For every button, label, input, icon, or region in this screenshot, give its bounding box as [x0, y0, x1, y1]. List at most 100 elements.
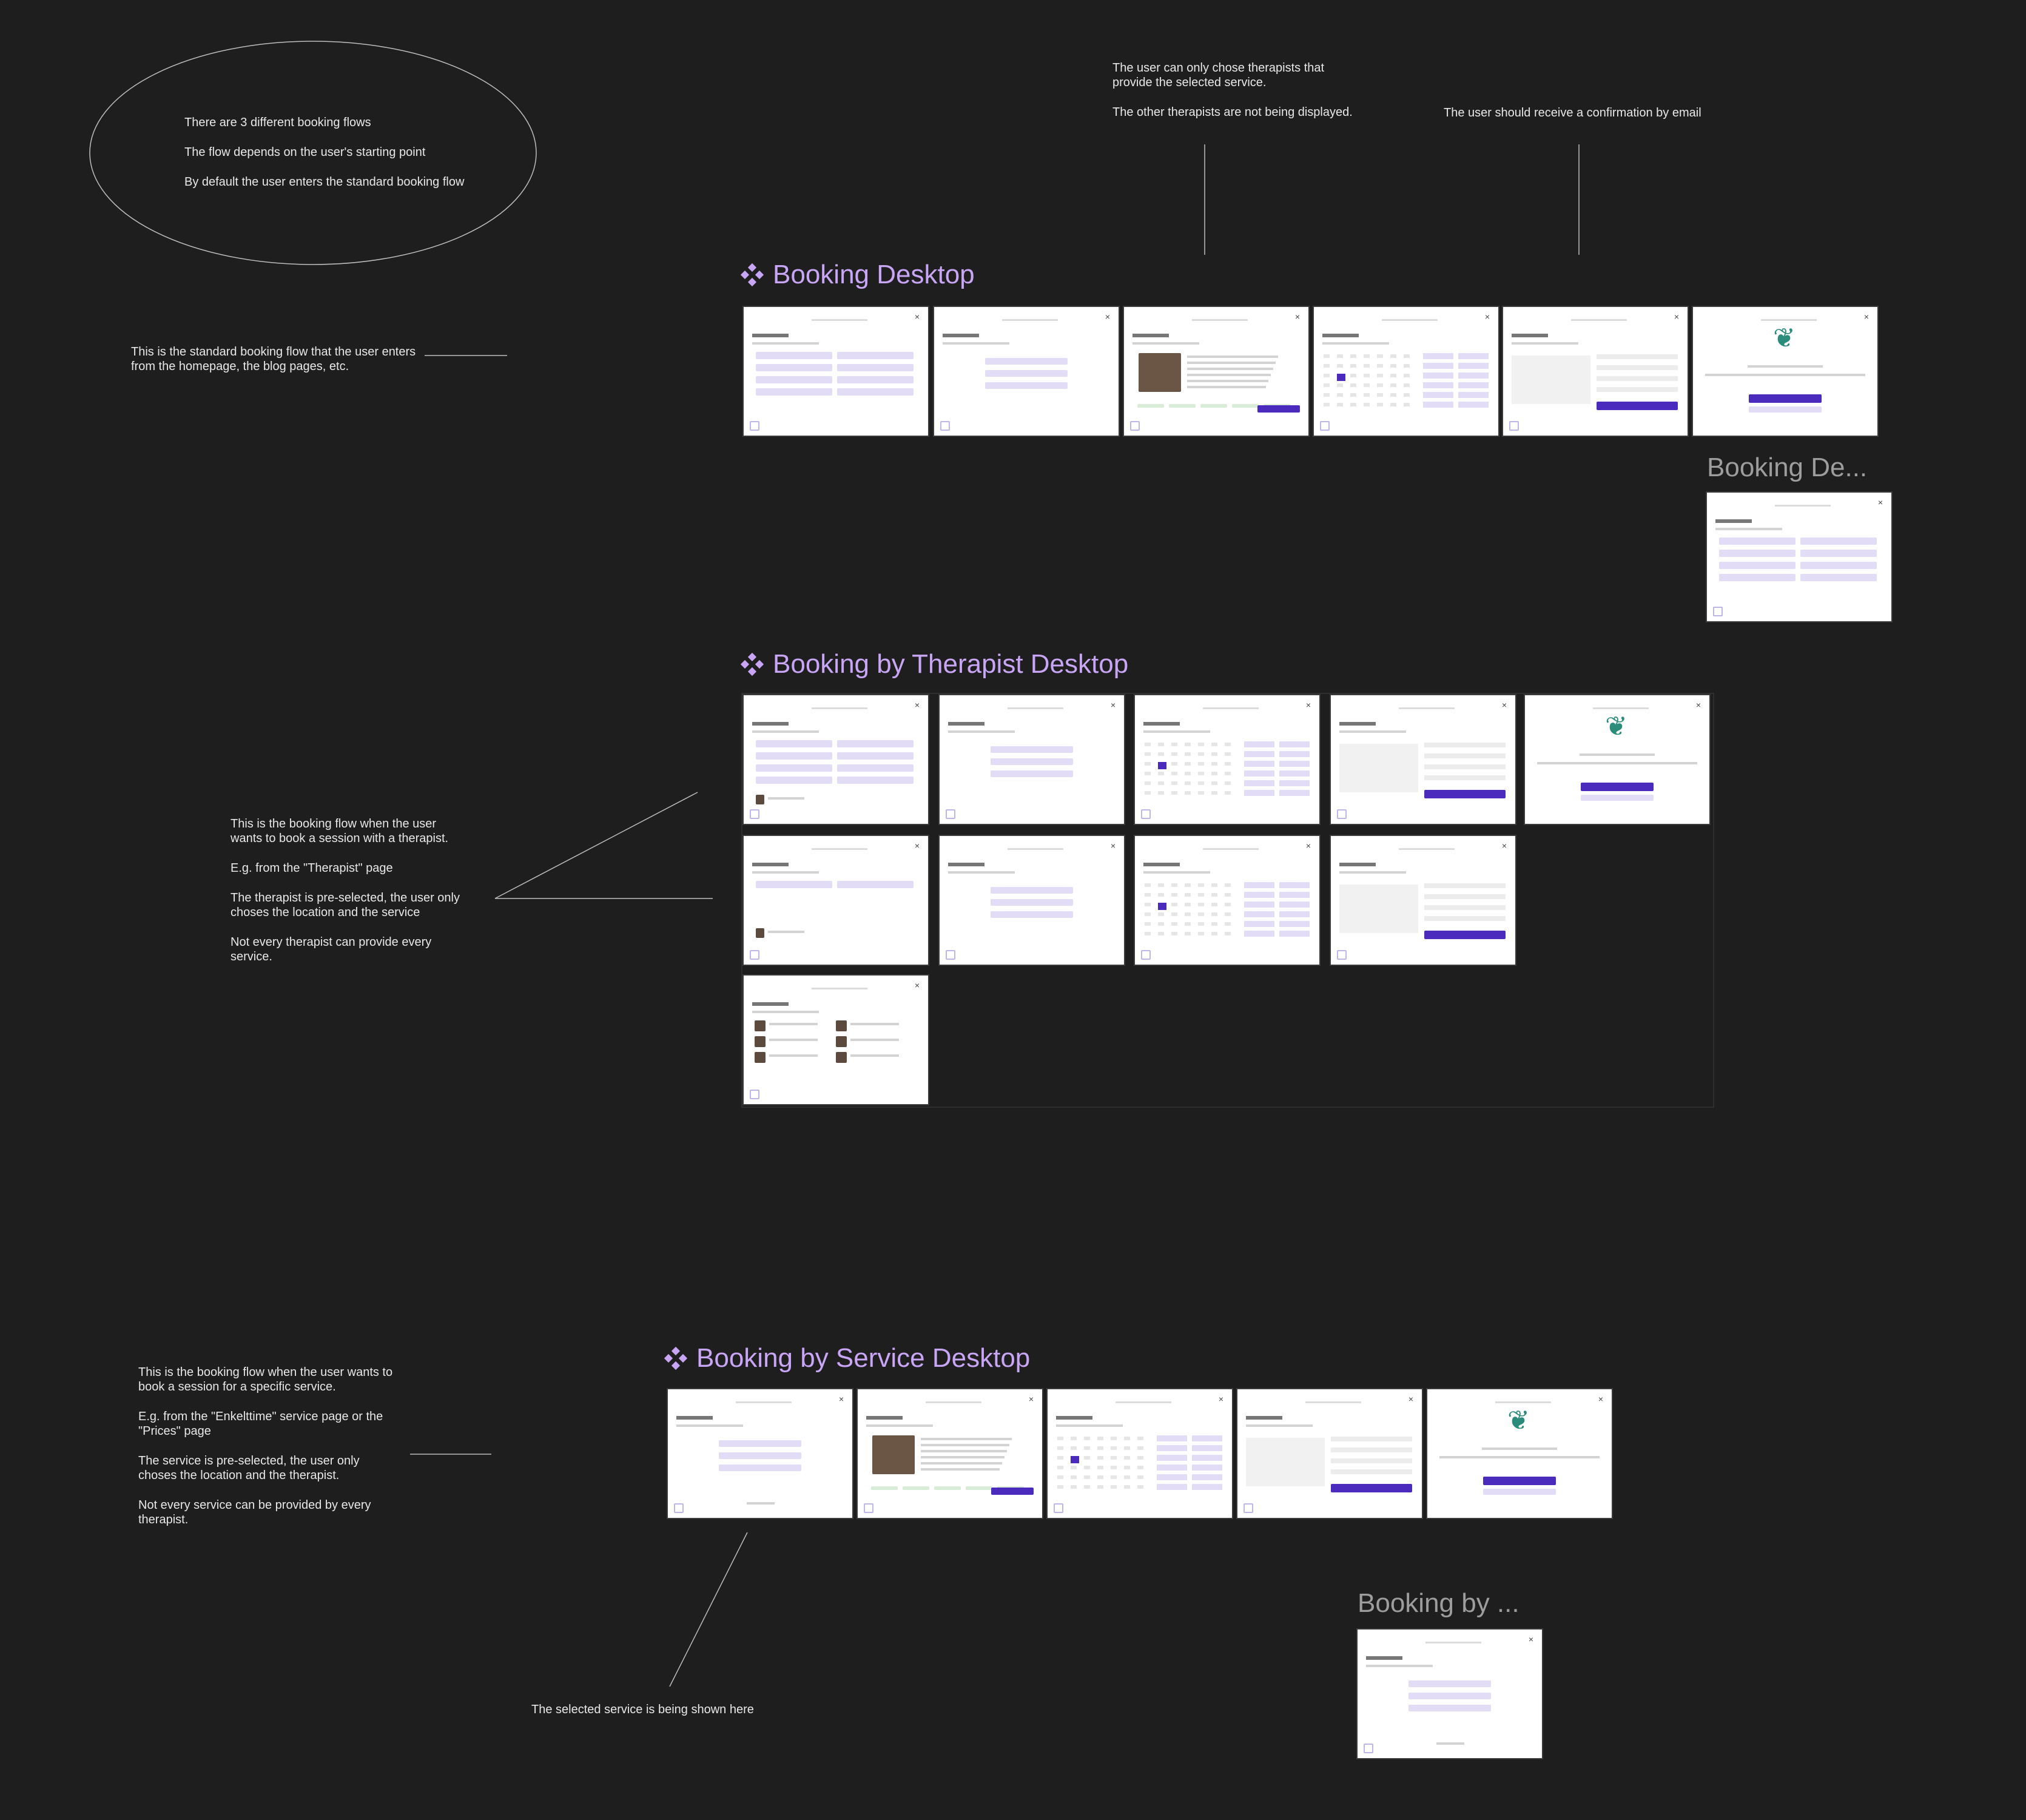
close-icon[interactable]: ×: [914, 312, 920, 322]
calendar-day: [1364, 393, 1370, 397]
back-button[interactable]: [750, 421, 759, 431]
back-button[interactable]: [1130, 421, 1140, 431]
booking-frame[interactable]: ×: [1237, 1389, 1422, 1518]
note-text: The user should receive a confirmation b…: [1444, 106, 1701, 120]
close-icon[interactable]: ×: [838, 1394, 844, 1404]
time-slot: [1279, 902, 1310, 908]
booking-frame[interactable]: ×: [1707, 493, 1891, 621]
close-icon[interactable]: ×: [1305, 700, 1311, 710]
step-subtitle: [1366, 1665, 1433, 1667]
close-icon[interactable]: ×: [1598, 1394, 1603, 1404]
close-icon[interactable]: ×: [1695, 700, 1701, 710]
service-option: [985, 370, 1068, 377]
text-line: [1580, 753, 1655, 756]
back-button[interactable]: [1337, 950, 1347, 960]
booking-frame[interactable]: ×: [744, 836, 928, 965]
close-icon[interactable]: ×: [1294, 312, 1300, 322]
note-text: The other therapists are not being displ…: [1112, 106, 1353, 119]
back-button[interactable]: [750, 809, 759, 819]
location-option: [756, 752, 832, 760]
back-button[interactable]: [1244, 1503, 1253, 1513]
step-heading: [752, 1002, 789, 1006]
back-button[interactable]: [940, 421, 950, 431]
close-icon[interactable]: ×: [1863, 312, 1869, 322]
close-icon[interactable]: ×: [914, 841, 920, 851]
back-button[interactable]: [674, 1503, 684, 1513]
back-button[interactable]: [1364, 1744, 1373, 1753]
booking-frame[interactable]: ×: [940, 695, 1124, 824]
step-subtitle: [676, 1424, 743, 1427]
booking-frame[interactable]: ×: [940, 836, 1124, 965]
close-icon[interactable]: ×: [1305, 841, 1311, 851]
calendar-day: [1158, 903, 1166, 910]
close-icon[interactable]: ×: [1218, 1394, 1223, 1404]
booking-frame[interactable]: ×: [934, 307, 1119, 436]
text-line: [921, 1438, 1012, 1440]
close-icon[interactable]: ×: [1674, 312, 1679, 322]
section-title-booking-by-service[interactable]: Booking by Service Desktop: [664, 1343, 1030, 1373]
back-button[interactable]: [1141, 950, 1151, 960]
booking-frame[interactable]: ×: [1135, 836, 1319, 965]
section-title-booking-by-therapist[interactable]: Booking by Therapist Desktop: [740, 649, 1128, 679]
back-button[interactable]: [1509, 421, 1519, 431]
close-icon[interactable]: ×: [1528, 1634, 1533, 1644]
back-button[interactable]: [946, 809, 955, 819]
section-title-booking-desktop-variant[interactable]: Booking De...: [1707, 453, 1867, 483]
booking-frame[interactable]: ×❦: [1427, 1389, 1612, 1518]
service-option: [719, 1464, 801, 1471]
booking-frame[interactable]: ×: [858, 1389, 1042, 1518]
booking-frame[interactable]: ×: [1503, 307, 1688, 436]
calendar-day: [1211, 893, 1217, 897]
booking-frame[interactable]: ×: [668, 1389, 852, 1518]
close-icon[interactable]: ×: [1484, 312, 1490, 322]
calendar-day: [1198, 883, 1204, 887]
back-button[interactable]: [946, 950, 955, 960]
booking-frame[interactable]: ×: [744, 695, 928, 824]
booking-frame[interactable]: ×: [1358, 1630, 1542, 1758]
close-icon[interactable]: ×: [1110, 700, 1116, 710]
back-button[interactable]: [1337, 809, 1347, 819]
calendar-day: [1390, 403, 1396, 406]
section-title-booking-desktop[interactable]: Booking Desktop: [740, 260, 975, 290]
calendar-day: [1158, 772, 1164, 775]
booking-frame[interactable]: ×: [1048, 1389, 1232, 1518]
close-icon[interactable]: ×: [1028, 1394, 1034, 1404]
booking-frame[interactable]: ×: [1331, 836, 1515, 965]
section-title-booking-by-variant[interactable]: Booking by ...: [1358, 1588, 1520, 1619]
back-button[interactable]: [864, 1503, 873, 1513]
step-heading: [1339, 863, 1376, 866]
booking-frame[interactable]: ×❦: [1525, 695, 1709, 824]
back-button[interactable]: [1054, 1503, 1063, 1513]
calendar-day: [1337, 403, 1343, 406]
location-option: [1719, 574, 1795, 581]
booking-frame[interactable]: ×: [744, 976, 928, 1104]
booking-frame[interactable]: ×: [1314, 307, 1498, 436]
step-heading: [1715, 519, 1752, 523]
submit-button: [1424, 790, 1506, 798]
booking-frame[interactable]: ×: [744, 307, 928, 436]
location-option: [756, 352, 832, 359]
close-icon[interactable]: ×: [1501, 841, 1507, 851]
location-option: [1719, 562, 1795, 569]
tag-pill: [1137, 404, 1164, 408]
back-button[interactable]: [1713, 607, 1723, 616]
booking-frame[interactable]: ×❦: [1693, 307, 1877, 436]
close-icon[interactable]: ×: [1408, 1394, 1413, 1404]
booking-frame[interactable]: ×: [1124, 307, 1308, 436]
close-icon[interactable]: ×: [1110, 841, 1116, 851]
close-icon[interactable]: ×: [914, 700, 920, 710]
close-icon[interactable]: ×: [1105, 312, 1110, 322]
close-icon[interactable]: ×: [914, 980, 920, 990]
back-button[interactable]: [750, 1090, 759, 1099]
tag-pill: [934, 1486, 961, 1490]
booking-frame[interactable]: ×: [1135, 695, 1319, 824]
close-icon[interactable]: ×: [1877, 497, 1883, 507]
back-button[interactable]: [750, 950, 759, 960]
booking-frame[interactable]: ×: [1331, 695, 1515, 824]
calendar-day: [1137, 1485, 1143, 1489]
close-icon[interactable]: ×: [1501, 700, 1507, 710]
time-slot: [1157, 1435, 1187, 1441]
back-button[interactable]: [1320, 421, 1330, 431]
back-button[interactable]: [1141, 809, 1151, 819]
